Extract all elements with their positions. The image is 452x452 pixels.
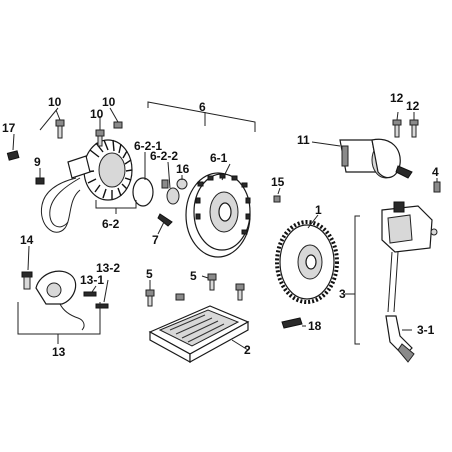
callout-16: 16 (176, 162, 190, 176)
flywheel (185, 172, 251, 258)
callout-13-1: 13-1 (80, 273, 105, 287)
starter-ring-gear (275, 220, 339, 304)
callout-12-right: 12 (406, 99, 420, 113)
callout-2: 2 (244, 343, 251, 357)
bolts-12 (392, 119, 419, 138)
callout-13: 13 (52, 345, 66, 359)
callout-10-mid: 10 (90, 107, 104, 121)
callout-12-left: 12 (390, 91, 404, 105)
callout-1: 1 (315, 203, 322, 217)
callout-14: 14 (20, 233, 34, 247)
ignition-coil (381, 181, 441, 363)
small-parts (6, 119, 303, 329)
callout-3-1: 3-1 (417, 323, 435, 337)
callout-10-right: 10 (102, 95, 116, 109)
callout-6-2-2: 6-2-2 (150, 149, 179, 163)
callout-6: 6 (199, 100, 206, 114)
callout-5-right: 5 (190, 269, 197, 283)
callout-3: 3 (339, 287, 346, 301)
callout-17: 17 (2, 121, 16, 135)
leader-lines (12, 101, 438, 351)
callout-7: 7 (152, 233, 159, 247)
callout-10-left: 10 (48, 95, 62, 109)
callout-6-2-1: 6-2-1 (134, 139, 163, 153)
callout-11: 11 (297, 133, 310, 147)
callout-6-2: 6-2 (102, 217, 120, 231)
callout-6-1: 6-1 (210, 151, 228, 165)
callout-13-2: 13-2 (96, 261, 121, 275)
callout-9: 9 (34, 155, 41, 169)
pulser-coil (21, 270, 109, 331)
starter-motor (339, 138, 413, 179)
callout-15: 15 (271, 175, 285, 189)
callout-4: 4 (432, 165, 439, 179)
callout-18: 18 (308, 319, 322, 333)
callout-5-left: 5 (146, 267, 153, 281)
stator-coil (35, 139, 133, 233)
stator-cover (145, 273, 250, 364)
